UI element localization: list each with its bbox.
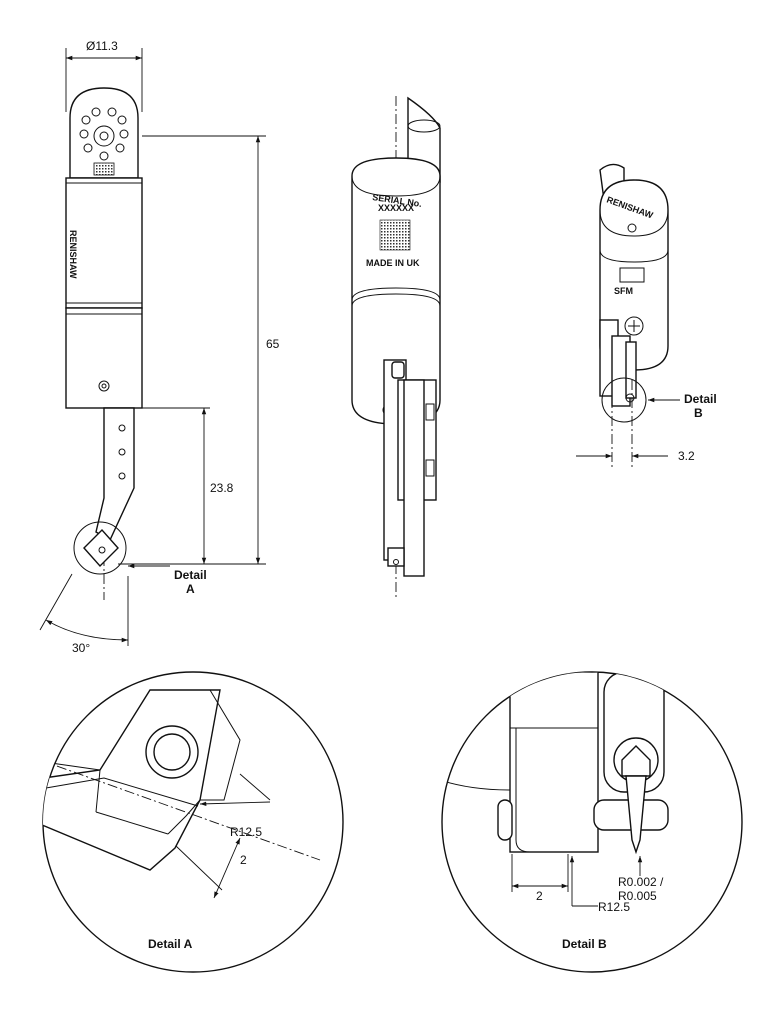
iso-view: RENISHAW SFM xyxy=(599,163,669,423)
radius-a-label: R12.5 xyxy=(230,825,262,839)
connector-pin-holes xyxy=(79,107,129,161)
tip-radius-line2: R0.005 xyxy=(618,889,657,903)
front-view: SERIAL No. XXXXXX MADE IN UK xyxy=(351,96,441,600)
diameter-label: Ø11.3 xyxy=(86,39,118,53)
side-view: RENISHAW xyxy=(65,87,143,600)
detail-a-title: Detail A xyxy=(148,937,193,951)
detail-a-callout-line1: Detail xyxy=(174,568,207,582)
length-tip-label: 23.8 xyxy=(210,481,234,495)
width-b-label: 2 xyxy=(536,889,543,903)
detail-b-title: Detail B xyxy=(562,937,607,951)
length-total-label: 65 xyxy=(266,337,280,351)
side-view-dimensions: Ø11.3 65 23.8 Detail A 30° xyxy=(39,39,280,655)
offset-label: 3.2 xyxy=(678,449,695,463)
angle-label: 30° xyxy=(72,641,90,655)
made-in-label: MADE IN UK xyxy=(366,258,420,268)
brand-mark-side: RENISHAW xyxy=(68,230,78,279)
iso-view-dimensions: 3.2 Detail B xyxy=(576,380,717,470)
radius-b-label: R12.5 xyxy=(598,900,630,914)
width-a-label: 2 xyxy=(240,853,247,867)
detail-a: R12.5 2 Detail A xyxy=(42,671,344,973)
detail-b-callout-line1: Detail xyxy=(684,392,717,406)
detail-b: 2 R12.5 R0.002 / R0.005 Detail B xyxy=(441,671,743,973)
sfm-mark: SFM xyxy=(614,286,633,296)
serial-number: XXXXXX xyxy=(378,203,414,213)
detail-b-callout-line2: B xyxy=(694,406,703,420)
detail-a-callout-line2: A xyxy=(186,582,195,596)
tip-radius-line1: R0.002 / xyxy=(618,875,664,889)
